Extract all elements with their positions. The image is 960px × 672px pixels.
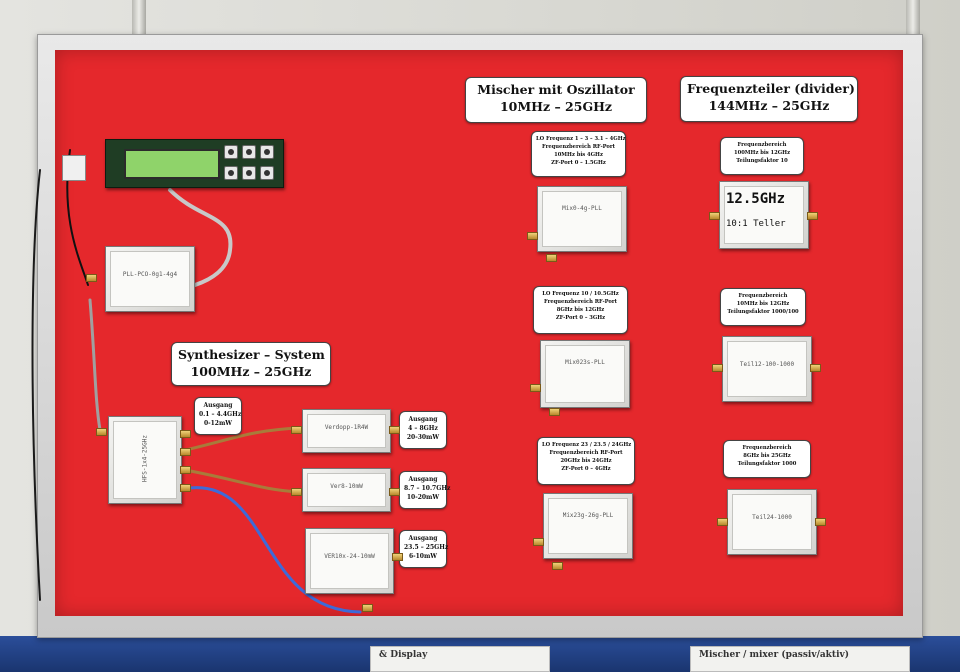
sma-connector <box>549 408 560 416</box>
sma-connector <box>530 384 541 392</box>
divider-display: 12.5GHz 10:1 Teller <box>726 191 786 229</box>
mixer-module: Mix23g-26g-PLL <box>543 493 633 559</box>
floor-card: Mischer / mixer (passiv/aktiv) <box>690 646 910 672</box>
divider-module: Teil12-100-1000 <box>722 336 812 402</box>
divider-module-display: 12.5GHz 10:1 Teller <box>719 181 809 249</box>
keypad-button <box>242 145 256 159</box>
keypad-button <box>260 145 274 159</box>
keypad-button <box>260 166 274 180</box>
sma-connector <box>291 426 302 434</box>
mixer-module: Mix023s-PLL <box>540 340 630 408</box>
blue-coax-cable <box>188 486 362 614</box>
sma-connector <box>533 538 544 546</box>
sma-connector <box>86 274 97 282</box>
sma-connector <box>810 364 821 372</box>
sma-connector <box>392 553 403 561</box>
sma-connector <box>807 212 818 220</box>
lcd-control-unit <box>105 139 284 188</box>
sma-connector <box>712 364 723 372</box>
power-cable <box>31 169 41 601</box>
multiplier-module: Ver8-10mW <box>302 468 391 512</box>
hfs-module: HFS-1x4-25GHz <box>108 416 182 504</box>
lcd-screen <box>124 149 220 179</box>
sma-connector <box>180 466 191 474</box>
pll-module: PLL-PCO-0g1-4g4 <box>105 246 195 312</box>
sma-connector <box>546 254 557 262</box>
sma-connector <box>815 518 826 526</box>
semirigid-cable <box>183 468 302 494</box>
mixer-module: Mix0-4g-PLL <box>537 186 627 252</box>
sma-connector <box>180 448 191 456</box>
sma-connector <box>389 488 400 496</box>
sma-connector <box>96 428 107 436</box>
ribbon-cable <box>168 188 233 287</box>
sma-connector <box>527 232 538 240</box>
keypad-button <box>224 166 238 180</box>
divider-title: Frequenzteiler (divider)144MHz – 25GHz <box>680 76 858 122</box>
sma-connector <box>709 212 720 220</box>
doubler-module: Verdopp-1R4W <box>302 409 391 453</box>
keypad-button <box>242 166 256 180</box>
keypad-button <box>224 145 238 159</box>
sma-connector <box>717 518 728 526</box>
floor-card: & Display <box>370 646 550 672</box>
sma-connector <box>291 488 302 496</box>
semirigid-cable <box>183 426 302 452</box>
sma-connector <box>362 604 373 612</box>
multiplier-module: VER10x-24-10mW <box>305 528 394 594</box>
divider-module: Teil24-1000 <box>727 489 817 555</box>
terminal-block <box>62 155 86 181</box>
sma-connector <box>180 484 191 492</box>
sma-connector <box>180 430 191 438</box>
sma-connector <box>389 426 400 434</box>
sma-connector <box>552 562 563 570</box>
coax-cable <box>88 298 102 432</box>
